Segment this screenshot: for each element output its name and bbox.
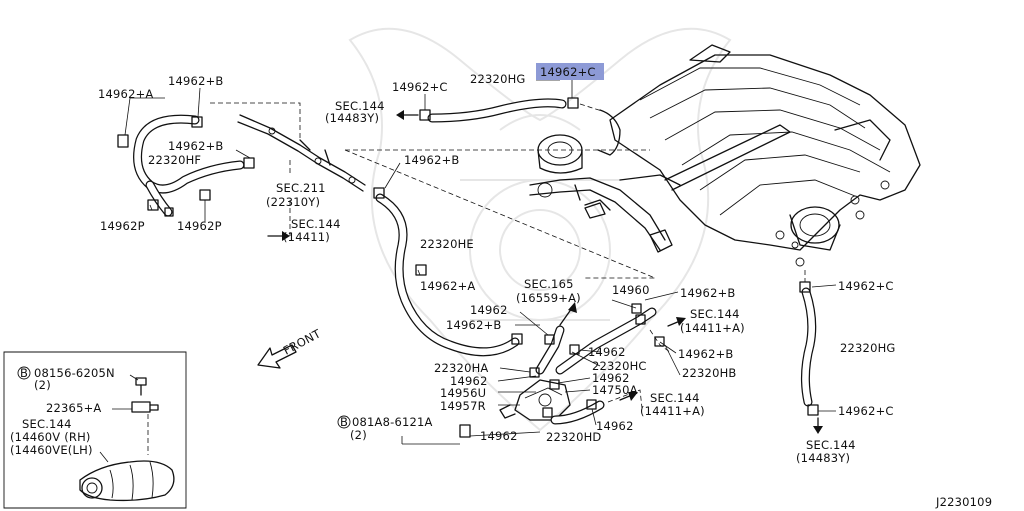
label-inset-bolt: 08156-6205N <box>34 366 115 380</box>
label-14962-b-center: 14962+B <box>404 153 460 167</box>
hose-22320hf <box>133 114 245 217</box>
label-inset-bolt-qty: (2) <box>34 378 51 392</box>
label-14962-d: 14962 <box>480 429 518 443</box>
label-sec211: SEC.211 <box>276 181 326 195</box>
he-clamps <box>373 187 523 345</box>
label-sec165-sub: (16559+A) <box>516 291 581 305</box>
label-14962-b-mid-left: 14962+B <box>168 139 224 153</box>
label-14962-c: 14962 <box>592 371 630 385</box>
dash-hb <box>649 329 671 353</box>
inset-box <box>3 351 187 509</box>
label-22320hc: 22320HC <box>592 359 647 373</box>
hose-22320he <box>375 193 520 357</box>
label-front: FRONT <box>281 326 324 358</box>
label-14962-b: 14962 <box>450 374 488 388</box>
center-clamps <box>459 303 665 438</box>
label-sec144-low: SEC.144 <box>650 391 700 405</box>
label-14962p-left: 14962P <box>100 219 145 233</box>
label-14962-e: 14962 <box>596 419 634 433</box>
label-22320hb: 22320HB <box>682 366 737 380</box>
label-22320hf: 22320HF <box>148 153 201 167</box>
label-22320ha: 22320HA <box>434 361 489 375</box>
arrow-sec144-low <box>619 392 638 401</box>
label-sec144-top: SEC.144 <box>335 99 385 113</box>
cooling-pipes <box>529 124 791 253</box>
circle-b-marker <box>337 415 351 429</box>
label-inset-sec: SEC.144 <box>22 417 72 431</box>
highlight-box <box>536 63 604 80</box>
label-bolt-b: 081A8-6121A <box>352 415 433 429</box>
arrow-sec144-bottom <box>813 417 823 434</box>
label-14962-a: 14962 <box>588 345 626 359</box>
label-sec144-right-sub: (14411+A) <box>680 321 745 335</box>
pipe-sec211 <box>237 114 366 192</box>
label-14962-a-center: 14962+A <box>420 279 476 293</box>
dash-low <box>607 389 643 409</box>
dash-top-link <box>579 103 606 113</box>
label-sec144-mid: SEC.144 <box>291 217 341 231</box>
label-22320he: 22320HE <box>420 237 474 251</box>
label-14962p-right: 14962P <box>177 219 222 233</box>
filler-cap <box>537 109 621 174</box>
arrow-sec165 <box>559 302 577 326</box>
label-14962-c-highlight: 14962+C <box>540 65 596 79</box>
hf-clamps <box>117 116 255 217</box>
label-sec144-top-sub: (14483Y) <box>325 111 379 125</box>
label-14962-b-center2: 14962+B <box>446 318 502 332</box>
label-14962-c-top: 14962+C <box>392 80 448 94</box>
label-14750a: 14750A <box>592 383 638 397</box>
label-22320hd: 22320HD <box>546 430 602 444</box>
label-14956u: 14956U <box>440 386 486 400</box>
label-inset-lh: (14460VE(LH) <box>10 443 93 457</box>
label-14962-b-right1: 14962+B <box>680 286 736 300</box>
label-sec165: SEC.165 <box>524 277 574 291</box>
label-sec144-bottom-sub: (14483Y) <box>796 451 850 465</box>
hose-22320hg-top <box>427 98 567 123</box>
label-14962-b-top-left: 14962+B <box>168 74 224 88</box>
label-bolt-b-qty: (2) <box>350 428 367 442</box>
labels: 14962+C 22320HG 14962+C SEC.144 (14483Y)… <box>10 65 992 509</box>
label-inset-rh: (14460V (RH) <box>10 430 91 444</box>
label-sec144-mid-sub: (14411) <box>283 230 330 244</box>
label-circle-b-2: B <box>20 366 28 380</box>
label-id-code: J2230109 <box>935 495 992 509</box>
dash-sec211-top <box>210 102 301 140</box>
label-circle-b-1: B <box>340 415 348 429</box>
label-inset-sensor: 22365+A <box>46 401 102 415</box>
label-sec211-sub: (22310Y) <box>266 195 320 209</box>
front-arrow <box>257 344 297 369</box>
label-14962-c-right-top: 14962+C <box>838 279 894 293</box>
arrow-sec144-top <box>396 110 419 120</box>
label-sec144-low-sub: (14411+A) <box>640 404 705 418</box>
hose-22320hg-right <box>800 287 817 407</box>
label-14962-b-right2: 14962+B <box>678 347 734 361</box>
intake-manifold <box>609 44 921 267</box>
label-14962-a-left: 14962+A <box>98 87 154 101</box>
label-14957r: 14957R <box>440 399 486 413</box>
label-14962-c-right-bottom: 14962+C <box>838 404 894 418</box>
label-sec144-bottom: SEC.144 <box>806 438 856 452</box>
arrow-sec144-right <box>667 317 686 327</box>
label-14960: 14960 <box>612 283 650 297</box>
label-22320hg-top: 22320HG <box>470 72 526 86</box>
label-22320hg-right: 22320HG <box>840 341 896 355</box>
label-sec144-right: SEC.144 <box>690 307 740 321</box>
label-14962-center: 14962 <box>470 303 508 317</box>
arrow-sec144-mid <box>267 231 290 241</box>
